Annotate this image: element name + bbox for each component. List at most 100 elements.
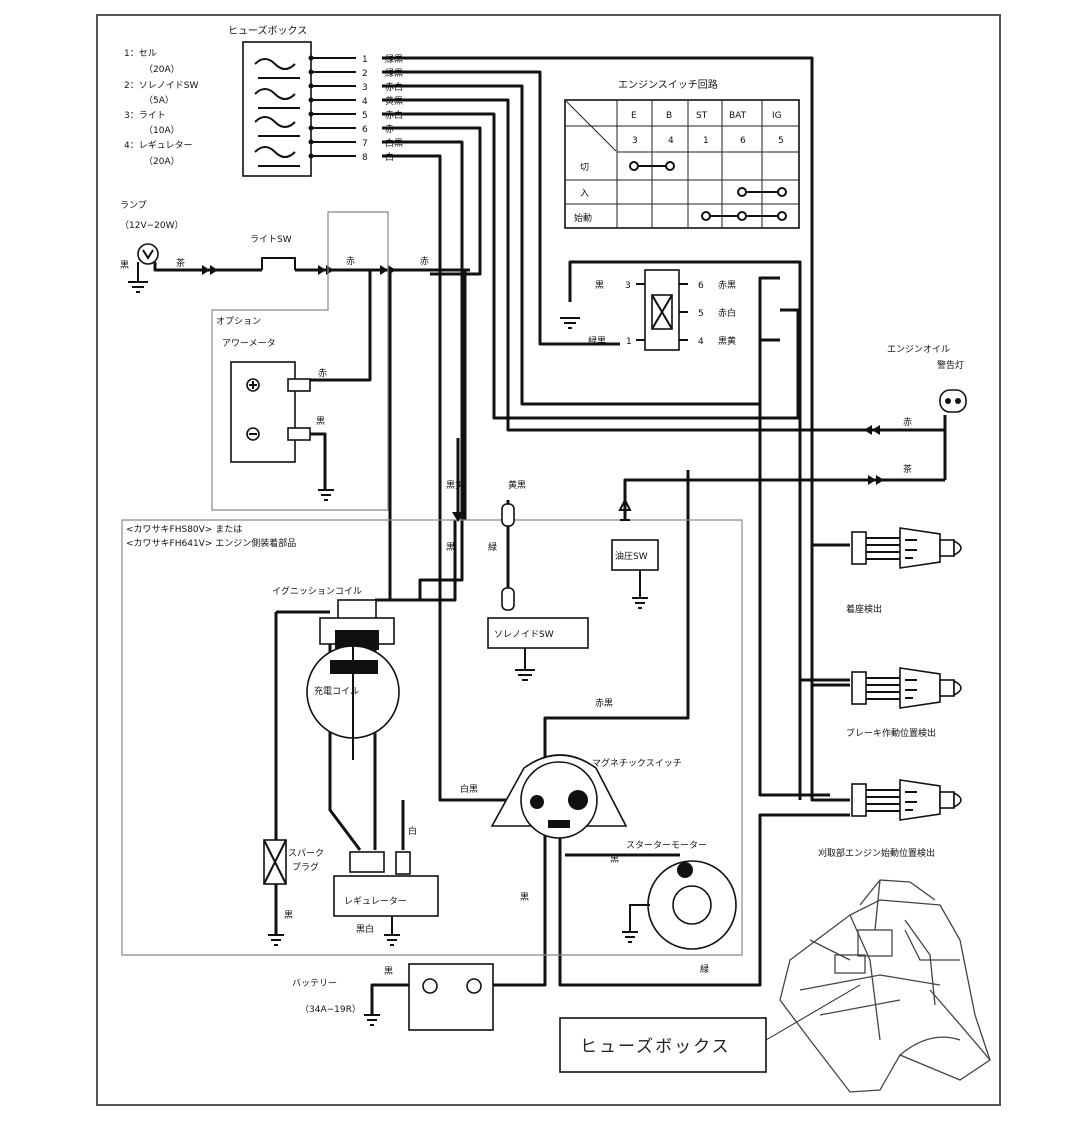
sw-row-start: 始動 (574, 212, 592, 224)
oil-arrows (864, 425, 884, 485)
regulator-ground (384, 916, 400, 946)
starter-label: スターターモーター (626, 840, 707, 851)
regulator-black-white: 黒白 (356, 923, 374, 935)
fuse-terminal-num: 7 (362, 139, 368, 149)
lamp-ground-color: 黒 (120, 260, 129, 271)
option-label: オプション (216, 316, 261, 327)
conn-left-1-color: 緑黒 (588, 335, 606, 347)
sw-head-st: ST (696, 111, 708, 121)
ign-coil-label: イグニッションコイル (272, 585, 362, 597)
light-sw-wire-red-2: 赤 (420, 256, 429, 267)
fuse-terminal-num: 3 (362, 83, 368, 93)
fuse-legend-2: （20A） (144, 64, 180, 75)
oil-lamp-label2: 警告灯 (937, 359, 964, 371)
conn-left-3-num: 3 (625, 281, 631, 291)
sw-head-bat: BAT (729, 111, 747, 121)
hour-meter-terminals (246, 378, 311, 441)
sensor-label: 刈取部エンジン始動位置検出 (818, 847, 935, 859)
lamp-label: ランプ (120, 200, 147, 211)
oil-brown: 茶 (903, 463, 912, 475)
fuse-terminal-color: 赤 (385, 124, 394, 135)
fuse-legend: 1：セル （20A） 2：ソレノイドSW （5A） 3：ライト （10A） 4：… (124, 48, 198, 167)
sw-head-ig: IG (772, 111, 782, 121)
fuse-legend-8: （20A） (144, 156, 180, 167)
conn-right-5-color: 赤白 (718, 307, 736, 319)
sw-row-off: 切 (580, 162, 589, 173)
lamp-icon (128, 243, 159, 293)
sw-head-e: E (631, 111, 637, 121)
fuse-box-callout (559, 1017, 767, 1073)
fuse-terminal-num: 4 (362, 97, 368, 107)
solenoid-ground (515, 648, 535, 681)
fuse-legend-1: 1：セル (124, 48, 157, 59)
fuse-terminal-num: 5 (362, 111, 368, 121)
starter-motor (622, 860, 737, 950)
fuse-terminal-num: 6 (362, 125, 368, 135)
ignition-coil (306, 599, 400, 760)
fuse-terminals (308, 55, 356, 159)
oil-lamp-icon (939, 389, 967, 413)
solenoid-label: ソレノイドSW (494, 630, 554, 640)
spark-plug-x (263, 839, 287, 885)
fuse-terminal-color: 赤白 (385, 81, 403, 93)
magnetic-sw-label: マグネチックスイッチ (592, 757, 682, 769)
regulator (333, 875, 439, 917)
regulator-plug (349, 851, 385, 873)
light-sw-label: ライトSW (250, 234, 292, 245)
magnetic-switch (490, 754, 628, 839)
sw-head-b: B (666, 111, 672, 121)
sw-row-on: 入 (580, 188, 589, 199)
solenoid-switch (487, 617, 589, 649)
sw-num-3: 3 (632, 136, 638, 146)
fuse-terminal-color: 緑黒 (385, 53, 403, 65)
fuse-terminal-color: 赤白 (385, 109, 403, 121)
fuse-box-title: ヒューズボックス (228, 24, 307, 37)
engine-parts-boundary (121, 519, 743, 956)
fuse-terminal-color: 黄黒 (385, 95, 403, 107)
sensor-switch (851, 527, 962, 569)
oil-sw-ground (618, 497, 648, 609)
sensor-label: 着座検出 (846, 603, 882, 615)
hour-meter-label: アワーメータ (222, 338, 276, 349)
fuse-legend-3: 2：ソレノイドSW (124, 81, 198, 91)
switch-table: E B ST BAT IG 3 4 1 6 5 切 入 始動 (564, 99, 800, 229)
wire-black-1: 黒 (446, 542, 455, 553)
fuse-legend-7: 4：レギュレター (124, 140, 193, 151)
sw-num-4: 4 (668, 136, 674, 146)
wire-green-1: 緑 (488, 541, 497, 553)
wire-green-starter: 緑 (700, 963, 709, 975)
battery-spec: （34A−19R） (300, 1004, 361, 1015)
battery-black: 黒 (384, 966, 393, 977)
option-boundary (211, 211, 389, 511)
conn-right-5-num: 5 (698, 309, 704, 319)
regulator-label: レギュレーター (344, 896, 407, 907)
starter-black: 黒 (610, 854, 619, 865)
wire-black-battery: 黒 (520, 892, 529, 903)
sw-num-5: 5 (778, 136, 784, 146)
fuse-terminal-color: 緑黒 (385, 67, 403, 79)
callout-label: ヒューズボックス (580, 1037, 731, 1057)
wire-white-black: 白黒 (460, 783, 478, 795)
switch-table-title: エンジンスイッチ回路 (618, 78, 718, 91)
conn-right-6-color: 赤黒 (718, 280, 736, 291)
spark-label1: スパーク (288, 848, 324, 859)
fuse-legend-5: 3：ライト (124, 110, 166, 121)
lamp-wire-color: 茶 (176, 257, 185, 269)
battery (364, 963, 494, 1031)
machine-sketch (779, 879, 991, 1093)
lamp-spec: （12V−20W） (120, 220, 184, 231)
conn-left-1-num: 1 (626, 337, 632, 347)
regulator-plug2 (395, 851, 411, 875)
solenoid-connector-top (501, 503, 515, 527)
fuse-symbols (254, 58, 300, 167)
engine-box-line1: <カワサキFHS80V> または (126, 524, 242, 535)
callout-leader (765, 984, 861, 1041)
oil-lamp-label: エンジンオイル (887, 344, 950, 355)
conn-left-3-color: 黒 (595, 280, 604, 291)
meter-red: 赤 (318, 368, 327, 379)
fuse-terminal-num: 1 (362, 55, 368, 65)
spark-black: 黒 (284, 910, 293, 921)
oil-pressure-switch (611, 539, 659, 571)
